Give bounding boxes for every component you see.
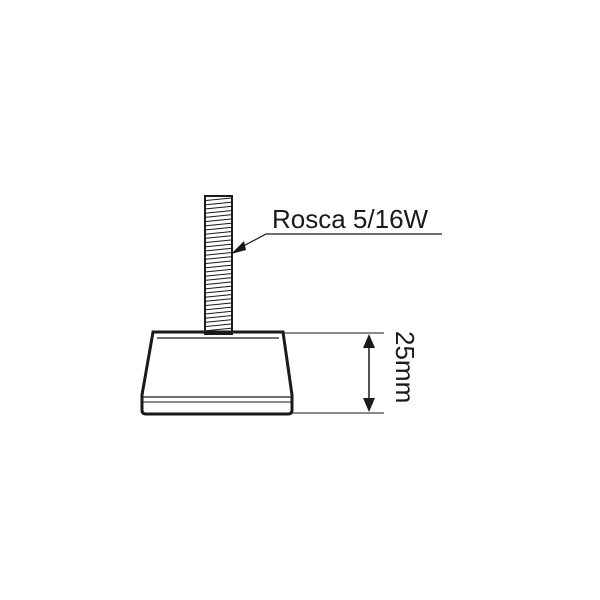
rubber-base xyxy=(140,330,294,416)
thread-line xyxy=(205,222,232,227)
thread-line xyxy=(205,306,232,311)
stud-outline xyxy=(204,195,233,335)
callout-arrowhead xyxy=(231,241,246,254)
threaded-stud xyxy=(204,195,233,335)
thread-line xyxy=(205,327,232,332)
thread-line xyxy=(205,260,232,264)
thread-line xyxy=(205,281,232,285)
thread-line xyxy=(205,252,232,256)
thread-line xyxy=(205,298,232,302)
height-label: 25mm xyxy=(390,331,420,403)
thread-line xyxy=(205,231,232,235)
thread-line xyxy=(205,201,232,206)
stud-threads xyxy=(205,197,232,332)
thread-line xyxy=(205,205,232,210)
thread-line xyxy=(205,323,232,327)
thread-line xyxy=(205,235,232,239)
thread-line xyxy=(205,197,232,201)
thread-line xyxy=(205,319,232,323)
height-dimension: 25mm xyxy=(283,331,420,414)
thread-line xyxy=(205,294,232,298)
thread-line xyxy=(205,264,232,269)
thread-line xyxy=(205,239,232,243)
dimension-arrow-top xyxy=(363,334,375,348)
thread-line xyxy=(205,247,232,252)
callout-leader-line xyxy=(235,233,442,251)
thread-line xyxy=(205,243,232,248)
thread-line xyxy=(205,315,232,319)
thread-line xyxy=(205,256,232,260)
thread-line xyxy=(205,277,232,281)
thread-line xyxy=(205,310,232,315)
thread-line xyxy=(205,302,232,306)
thread-label: Rosca 5/16W xyxy=(272,204,429,234)
base-outline xyxy=(140,330,294,416)
thread-line xyxy=(205,289,232,294)
thread-line xyxy=(205,214,232,218)
thread-line xyxy=(205,268,232,273)
thread-line xyxy=(205,273,232,277)
thread-line xyxy=(205,226,232,231)
thread-line xyxy=(205,285,232,290)
dimension-arrow-bottom xyxy=(363,398,375,412)
thread-line xyxy=(205,210,232,214)
thread-callout: Rosca 5/16W xyxy=(231,204,442,254)
thread-line xyxy=(205,218,232,222)
